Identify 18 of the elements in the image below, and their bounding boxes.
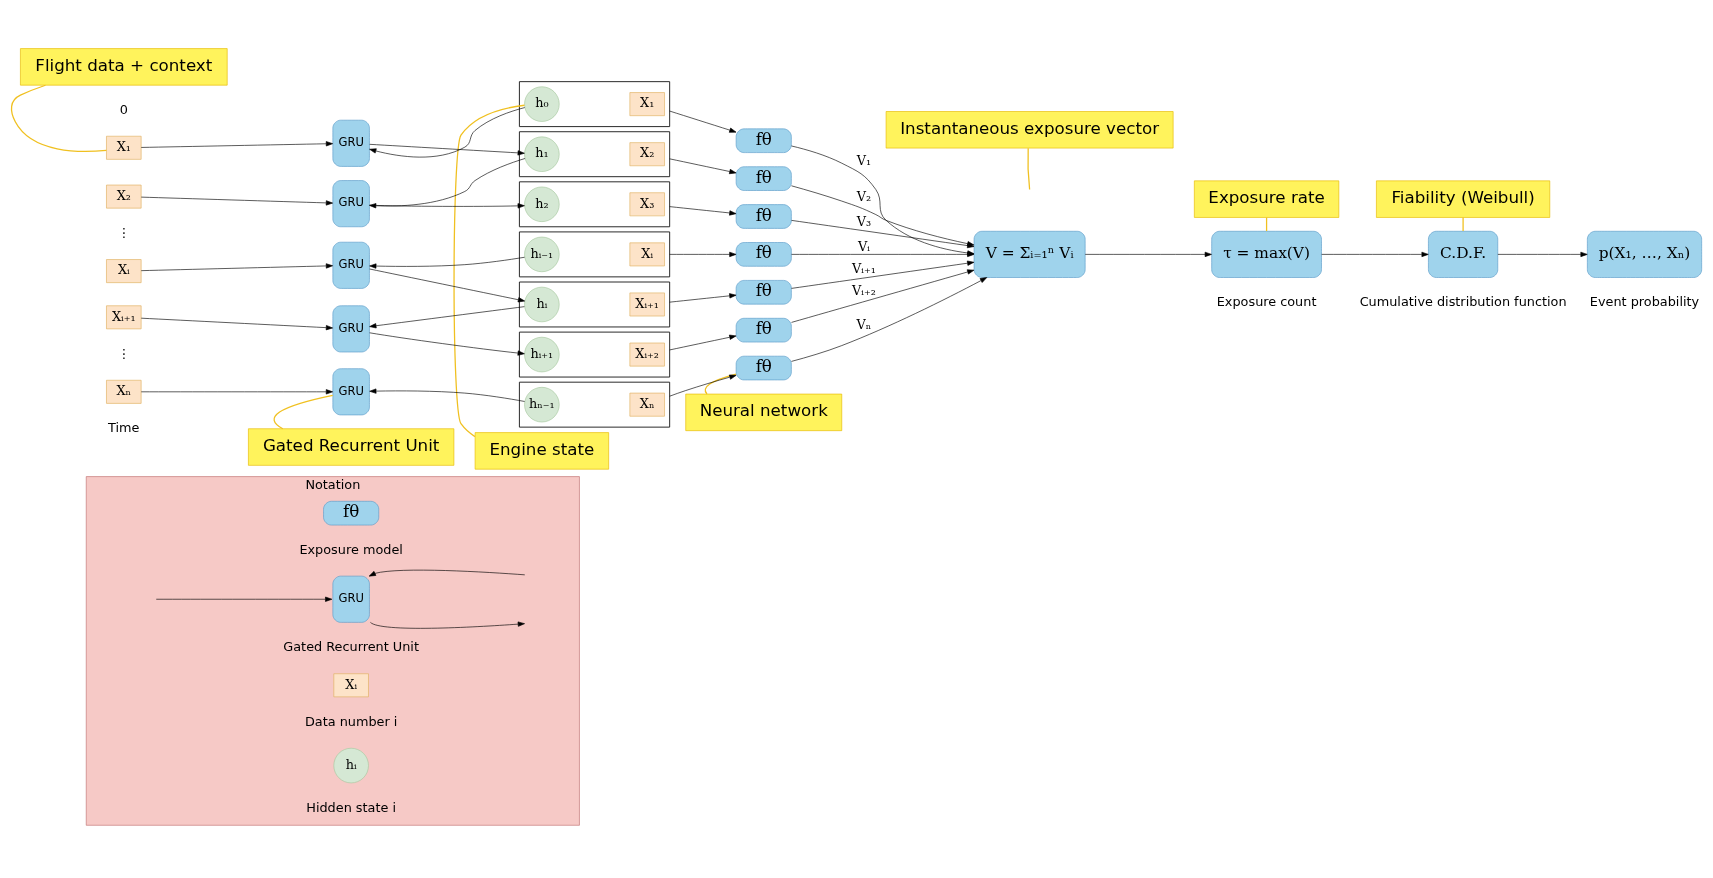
label: ⋮: [117, 224, 131, 240]
node-label: Gated Recurrent Unit: [283, 638, 419, 654]
edge-label: Vᵢ₊₁: [852, 260, 876, 276]
edge-label: Vₙ: [856, 316, 872, 332]
node-label: Exposure count: [1216, 293, 1317, 309]
edge-label: V₁: [856, 152, 872, 168]
edge-label: V₂: [856, 188, 872, 204]
label: ⋮: [117, 345, 131, 361]
node-label: Hidden state i: [306, 799, 397, 815]
edge-label: Vᵢ: [858, 238, 870, 254]
node-label: Cumulative distribution function: [1359, 293, 1567, 309]
edge-label: Vᵢ₊₂: [852, 282, 876, 298]
node-label: Data number i: [304, 713, 398, 729]
edge-label: V₃: [856, 213, 872, 229]
node-label: Exposure model: [299, 541, 403, 557]
node-label: Event probability: [1589, 293, 1700, 309]
label: Time: [108, 419, 140, 435]
label: 0: [119, 101, 128, 117]
